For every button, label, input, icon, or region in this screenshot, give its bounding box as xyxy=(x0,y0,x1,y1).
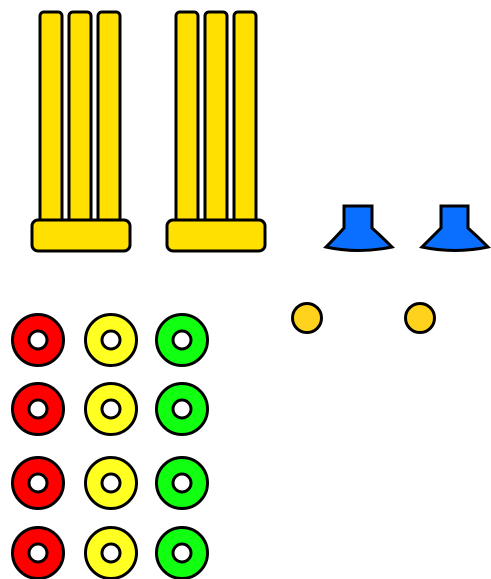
peg-stand-base[interactable] xyxy=(165,218,267,253)
ring-hole xyxy=(171,472,193,494)
ring-hole xyxy=(100,329,122,351)
ring-hole xyxy=(27,329,49,351)
ring-hole xyxy=(27,542,49,564)
green-ring-icon[interactable] xyxy=(155,526,209,579)
blue-cup-base-icon[interactable] xyxy=(322,204,396,252)
yellow-ball-icon[interactable] xyxy=(291,302,323,334)
peg-stand-left[interactable] xyxy=(30,10,132,253)
peg-prong[interactable] xyxy=(96,10,122,234)
yellow-ring-icon[interactable] xyxy=(84,456,138,510)
ring-hole xyxy=(171,542,193,564)
yellow-ring-icon[interactable] xyxy=(84,313,138,367)
peg-stand-right[interactable] xyxy=(165,10,267,253)
yellow-ring-icon[interactable] xyxy=(84,382,138,436)
ring-hole xyxy=(171,398,193,420)
green-ring-icon[interactable] xyxy=(155,382,209,436)
ring-hole xyxy=(100,398,122,420)
blue-cup-base-icon[interactable] xyxy=(418,204,491,252)
green-ring-icon[interactable] xyxy=(155,313,209,367)
red-ring-icon[interactable] xyxy=(11,456,65,510)
ring-hole xyxy=(100,542,122,564)
ring-grid xyxy=(11,313,209,579)
ring-hole xyxy=(27,398,49,420)
red-ring-icon[interactable] xyxy=(11,382,65,436)
ring-hole xyxy=(171,329,193,351)
ring-hole xyxy=(27,472,49,494)
red-ring-icon[interactable] xyxy=(11,526,65,579)
peg-prong[interactable] xyxy=(38,10,64,234)
peg-prong[interactable] xyxy=(203,10,229,234)
red-ring-icon[interactable] xyxy=(11,313,65,367)
yellow-ring-icon[interactable] xyxy=(84,526,138,579)
ring-hole xyxy=(100,472,122,494)
green-ring-icon[interactable] xyxy=(155,456,209,510)
peg-prong[interactable] xyxy=(232,10,258,234)
yellow-ball-icon[interactable] xyxy=(404,302,436,334)
peg-prong[interactable] xyxy=(174,10,200,234)
peg-stand-base[interactable] xyxy=(30,218,132,253)
peg-prong[interactable] xyxy=(67,10,93,234)
